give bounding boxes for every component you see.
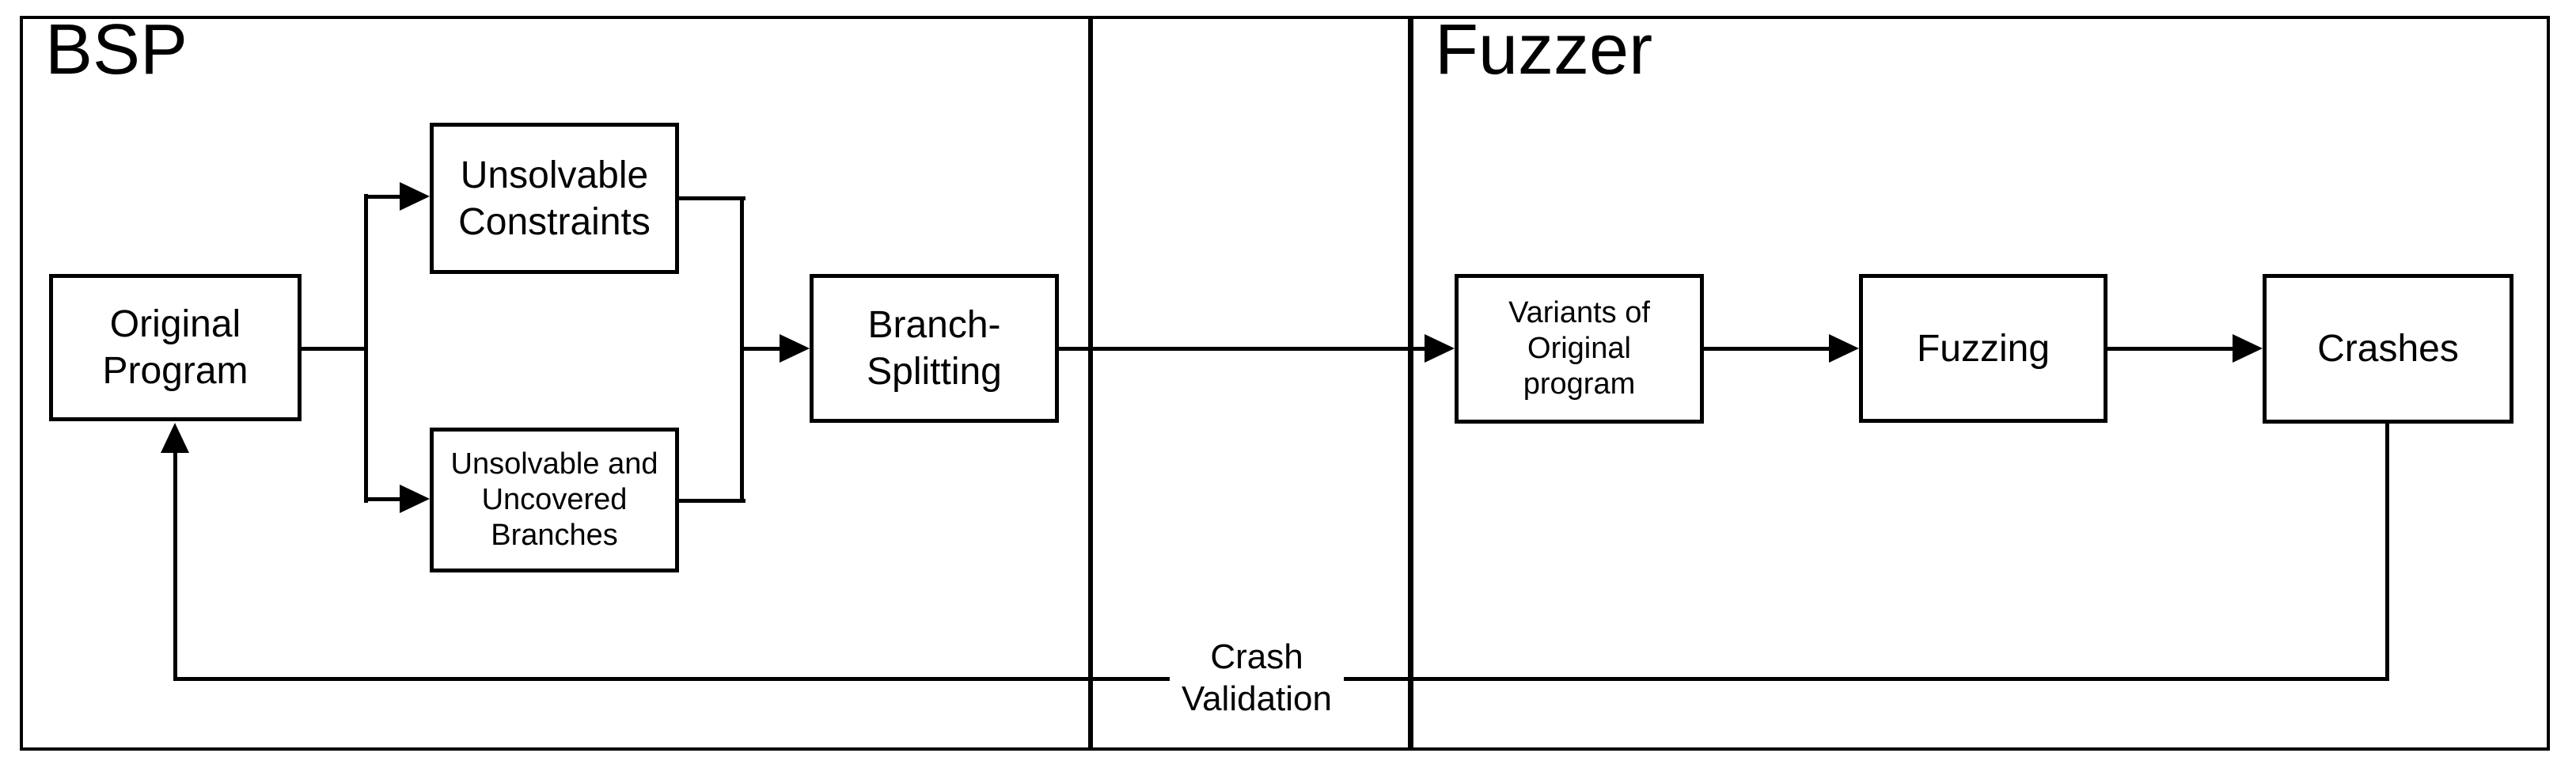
connector-unsolvable-constraints-out	[679, 196, 745, 200]
box-original-program: Original Program	[49, 274, 302, 421]
connector-unsolvable-uncovered-out	[679, 499, 745, 503]
box-label-line: Original	[109, 303, 241, 345]
arrowhead-into-crashes-icon	[2233, 334, 2263, 363]
arrowhead-into-unsolvable-constraints-icon	[400, 182, 430, 211]
edge-label-line: Validation	[1182, 679, 1332, 718]
connector-fuzzing-to-crashes	[2107, 347, 2234, 351]
box-label-line: Branches	[491, 519, 618, 552]
box-label-line: Branch-	[867, 304, 1001, 346]
arrowhead-into-branch-splitting-icon	[780, 334, 810, 363]
box-label-line: Uncovered	[481, 483, 628, 516]
box-unsolvable-uncovered-branches: Unsolvable and Uncovered Branches	[430, 428, 679, 572]
connector-crashes-down	[2385, 422, 2389, 681]
arrowhead-into-original-program-icon	[161, 423, 189, 453]
connector-into-unsolvable-constraints	[366, 195, 401, 199]
connector-branch-splitting-to-variants	[1059, 347, 1426, 351]
box-label-line: program	[1523, 367, 1636, 401]
box-label-line: Fuzzing	[1916, 327, 2051, 370]
arrowhead-into-unsolvable-uncovered-icon	[400, 485, 430, 513]
connector-feedback-to-original	[173, 450, 177, 681]
box-branch-splitting: Branch- Splitting	[810, 274, 1059, 423]
box-label-line: Unsolvable and	[450, 447, 658, 481]
box-unsolvable-constraints: Unsolvable Constraints	[430, 123, 679, 274]
bsp-right-border	[1088, 16, 1093, 751]
box-label-line: Original	[1527, 332, 1631, 365]
diagram-outer-frame	[20, 16, 2550, 751]
fuzzer-left-border	[1408, 16, 1413, 751]
connector-into-unsolvable-uncovered	[366, 497, 401, 501]
edge-label-line: Crash	[1210, 637, 1303, 676]
box-label-line: Unsolvable	[460, 154, 649, 196]
box-label-line: Variants of	[1508, 296, 1650, 329]
arrowhead-into-variants-icon	[1425, 334, 1455, 363]
box-crashes: Crashes	[2263, 274, 2513, 424]
bsp-section-title: BSP	[45, 10, 188, 89]
box-label-line: Crashes	[2317, 328, 2459, 370]
box-label-line: Program	[102, 350, 248, 392]
connector-split-vertical	[364, 194, 368, 503]
crash-validation-label: Crash Validation	[1170, 633, 1344, 722]
box-variants-of-original-program: Variants of Original program	[1455, 274, 1704, 424]
box-fuzzing: Fuzzing	[1859, 274, 2107, 423]
arrowhead-into-fuzzing-icon	[1829, 334, 1859, 363]
connector-original-to-split	[302, 347, 368, 351]
connector-into-branch-splitting	[742, 347, 781, 351]
fuzzer-section-title: Fuzzer	[1435, 10, 1653, 89]
box-label-line: Splitting	[867, 351, 1002, 393]
connector-variants-to-fuzzing	[1704, 347, 1831, 351]
box-label-line: Constraints	[458, 200, 651, 243]
